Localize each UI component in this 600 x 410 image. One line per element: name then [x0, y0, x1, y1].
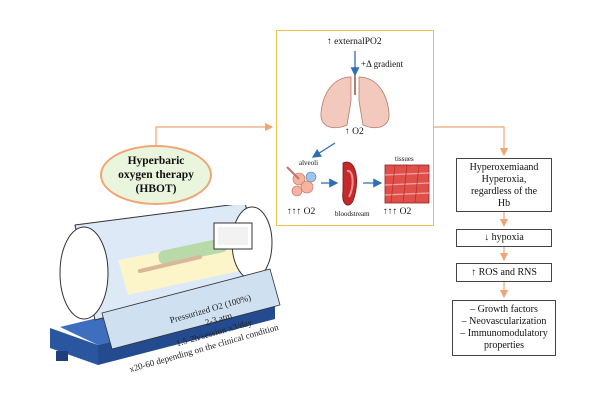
- monitor-icon: [213, 222, 253, 250]
- outcome-neovascularization: – Neovascularization: [461, 316, 547, 327]
- alveoli-icon: [286, 166, 317, 197]
- chamber-base-front: [50, 328, 98, 365]
- hbot-line-2: oxygen therapy: [118, 169, 194, 181]
- hypoxia-label: ↓ hypoxia: [484, 232, 524, 243]
- ros-label: ↑ ROS and RNS: [471, 267, 537, 278]
- hyperbaric-chamber: [50, 205, 281, 365]
- outcome-growth: – Growth factors: [470, 304, 538, 315]
- tissues-label: tissues: [395, 155, 414, 163]
- hyperoxemia-box: Hyperoxemiaand Hyperoxia, regardless of …: [456, 158, 552, 212]
- blood-vessel-icon: [342, 161, 357, 206]
- outcome-immunomodulatory: – Immunomodulatory: [460, 328, 548, 339]
- gradient-label: +Δ gradient: [361, 59, 404, 69]
- hbot-to-panel-connector: [155, 122, 274, 145]
- tissues-o2-label: ↑↑↑ O2: [383, 207, 412, 217]
- muscle-tissue-icon: [384, 164, 430, 204]
- hyperoxemia-line-2: Hyperoxia,: [481, 174, 527, 185]
- chamber-cap-left: [59, 226, 109, 320]
- external-po2-label: ↑ externalPO2: [327, 37, 382, 47]
- hbot-ellipse: Hyperbaric oxygen therapy (HBOT): [100, 145, 212, 205]
- hypoxia-box: ↓ hypoxia: [456, 229, 552, 247]
- lungs-icon: [320, 75, 390, 129]
- chamber-front-panel: [101, 268, 281, 350]
- alveoli-o2-label: ↑↑↑ O2: [287, 207, 316, 217]
- oxygen-pathway-panel: ↑ externalPO2 +Δ gradient ↑ O2 alveoli t…: [276, 30, 434, 226]
- outcomes-box: – Growth factors – Neovascularization – …: [452, 300, 556, 356]
- ros-box: ↑ ROS and RNS: [456, 263, 552, 282]
- hyperoxemia-line-1: Hyperoxemiaand: [469, 162, 539, 173]
- panel-to-effects-connector: [434, 126, 509, 157]
- panel-art: [286, 51, 430, 206]
- lungs-to-alveoli-arrow: [311, 142, 336, 158]
- bloodstream-label: bloodstream: [335, 210, 370, 218]
- outcome-properties: properties: [484, 340, 524, 351]
- hbot-line-1: Hyperbaric: [127, 155, 185, 167]
- lungs-o2-label: ↑ O2: [345, 127, 364, 137]
- hyperoxemia-line-4: Hb: [497, 198, 511, 209]
- hyperoxemia-line-3: regardless of the: [470, 186, 538, 197]
- hbot-line-3: (HBOT): [135, 183, 177, 195]
- alveoli-label: alveoli: [299, 159, 319, 167]
